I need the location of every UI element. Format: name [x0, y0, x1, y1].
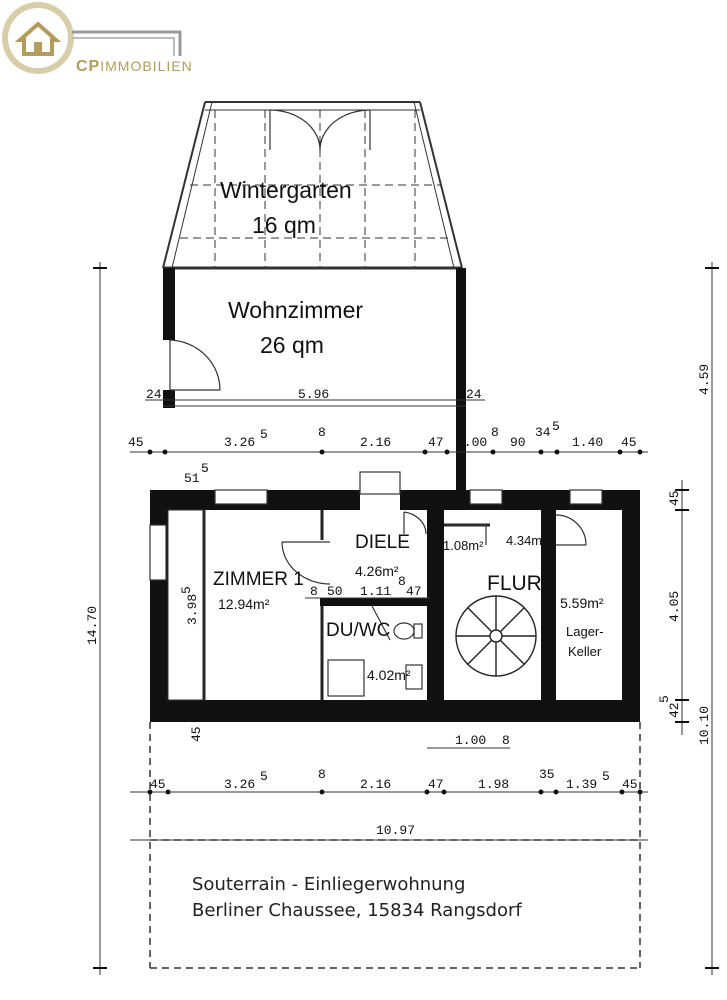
dim-right-425-sup: 5	[657, 695, 672, 703]
lager-area: 5.59m²	[560, 595, 604, 611]
dim-bot-45-left: 45	[150, 777, 166, 792]
wohnzimmer-walls	[163, 268, 466, 490]
wintergarten-area: 16 qm	[252, 212, 316, 238]
dim-bot-139: 1.39	[566, 777, 597, 792]
dim-upper-596: 5.96	[298, 387, 329, 402]
dim-top-345: 34	[535, 425, 551, 440]
dim-ticks-right	[675, 267, 719, 969]
dim-right-45: 45	[667, 490, 682, 506]
dim-ticks-bottom	[147, 789, 643, 795]
dim-bot-35: 35	[539, 767, 555, 782]
house-door	[34, 42, 42, 54]
window-frames	[149, 471, 603, 581]
wohnzimmer-label: Wohnzimmer	[228, 297, 363, 323]
dim-top-8b: 8	[491, 425, 499, 440]
dim-bot-198: 1.98	[478, 777, 509, 792]
dim-int-50: 50	[327, 584, 343, 599]
duwc-area: 4.02m²	[367, 667, 411, 683]
diele-area: 4.26m²	[355, 563, 399, 579]
dim-top-100: 1.00	[456, 435, 487, 450]
logo-text-rest: IMMOBILIEN	[100, 58, 193, 74]
dim-bot-216: 2.16	[360, 777, 391, 792]
dim-right-405: 4.05	[667, 591, 682, 622]
dim-top-45-left: 45	[128, 435, 144, 450]
dim-bot-47: 47	[428, 777, 444, 792]
dim-ticks-left	[93, 267, 107, 969]
zimmer-area: 12.94m²	[218, 596, 270, 612]
doors	[281, 511, 587, 641]
logo-text-bold: CP	[76, 58, 101, 75]
wohnzimmer-area: 26 qm	[260, 332, 324, 358]
nische-area: 1.08m²	[443, 538, 484, 553]
dim-515-sup: 5	[201, 461, 209, 476]
caption-line-2: Berliner Chaussee, 15834 Rangsdorf	[192, 900, 522, 921]
dim-right-459: 4.59	[697, 364, 712, 395]
dim-top-90: 90	[510, 435, 526, 450]
diele-label: DIELE	[355, 532, 410, 553]
dim-ticks-top	[147, 449, 643, 455]
outer-boundary	[149, 722, 641, 969]
dim-total-width: 10.97	[376, 823, 415, 838]
dim-515: 51	[184, 471, 200, 486]
flur-label: FLUR	[487, 572, 542, 595]
dim-bot-326: 3.26	[224, 777, 255, 792]
dim-int-47: 47	[406, 584, 422, 599]
logo-emblem	[2, 2, 74, 74]
wintergarten-structure	[162, 101, 463, 270]
dim-int-8: 8	[310, 584, 318, 599]
dim-top-326-sup: 5	[260, 427, 268, 442]
dim-right-425: 42	[667, 702, 682, 718]
main-floor-walls	[150, 490, 640, 722]
spiral-staircase	[455, 595, 537, 677]
dim-bot-326-sup: 5	[260, 769, 268, 784]
dim-left-45: 45	[189, 726, 204, 742]
toilet-icon	[393, 622, 415, 640]
wall-openings	[150, 488, 602, 580]
dim-zimmer-398: 3.98	[185, 594, 200, 625]
lager-label-1: Lager-	[566, 624, 604, 639]
dim-int-111: 1.11	[360, 584, 391, 599]
dim-top-47: 47	[428, 435, 444, 450]
caption-line-1: Souterrain - Einliegerwohnung	[192, 874, 466, 895]
dim-top-326: 3.26	[224, 435, 255, 450]
dim-upper-24-right: 24	[466, 387, 482, 402]
dim-bot-139-sup: 5	[602, 769, 610, 784]
shower-tray	[327, 659, 365, 697]
dim-right-1010: 10.10	[697, 706, 712, 745]
dim-top-345-sup: 5	[552, 419, 560, 434]
zimmer-inner-frame	[167, 509, 205, 701]
logo-bracket	[72, 30, 182, 56]
flur-area-small: 4.34m²	[506, 533, 547, 548]
dim-bot-8: 8	[318, 767, 326, 782]
house-icon	[14, 21, 62, 56]
dim-mid-100: 1.00	[455, 733, 486, 748]
washbasin	[405, 664, 423, 690]
bathroom-fixtures	[327, 622, 423, 697]
dim-top-216: 2.16	[360, 435, 391, 450]
dim-mid-8: 8	[502, 733, 510, 748]
dim-int-8b: 8	[398, 574, 406, 589]
lager-label-2: Keller	[568, 644, 602, 659]
duwc-label: DU/WC	[326, 620, 390, 641]
dim-top-8a: 8	[318, 425, 326, 440]
dim-bot-45-right: 45	[622, 777, 638, 792]
dim-top-140: 1.40	[572, 435, 603, 450]
zimmer-label: ZIMMER 1	[213, 569, 304, 590]
logo-text: CPIMMOBILIEN	[76, 58, 193, 76]
wohnzimmer-door	[169, 339, 221, 391]
dim-zimmer-398-sup: 5	[179, 586, 194, 594]
wintergarten-label: Wintergarten	[220, 177, 352, 203]
dim-upper-24-left: 24	[146, 387, 162, 402]
dim-top-45-right: 45	[621, 435, 637, 450]
dim-total-height: 14.70	[85, 606, 100, 645]
